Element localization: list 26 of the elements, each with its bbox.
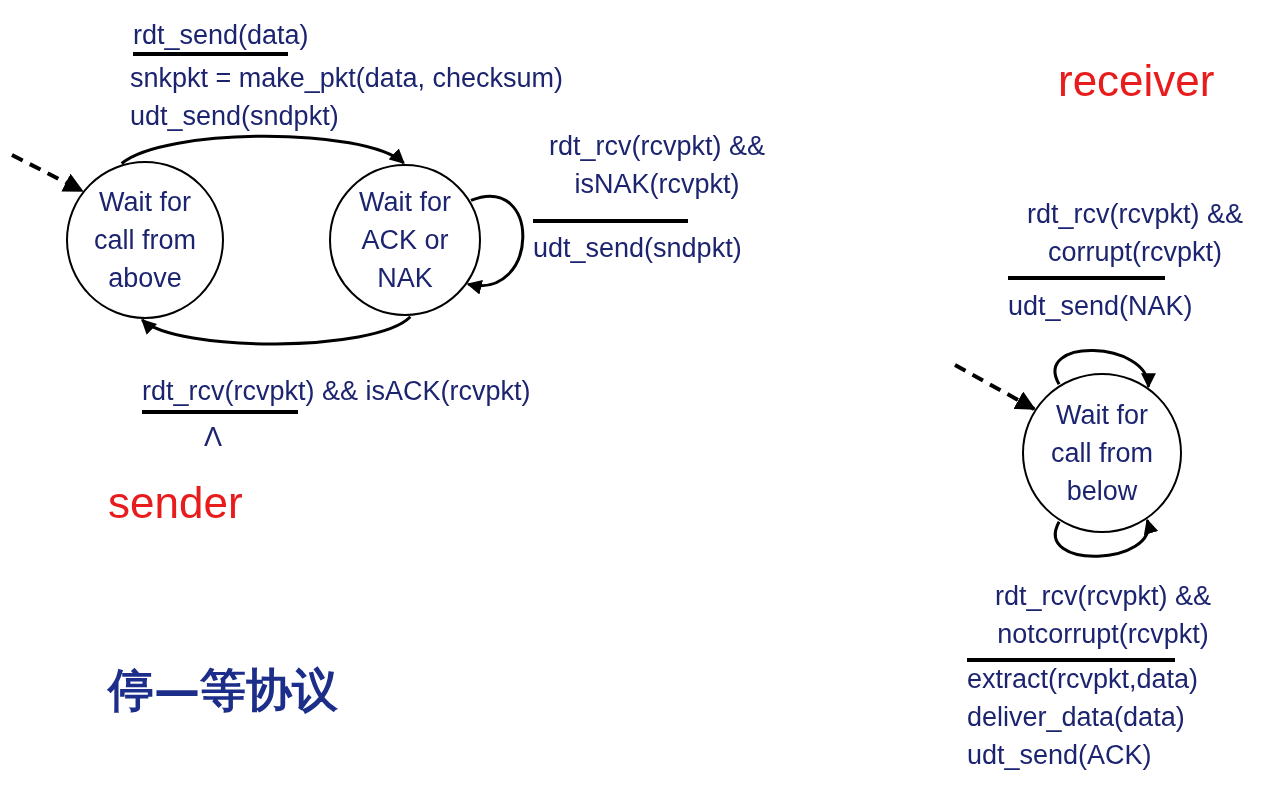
action-text: udt_send(ACK) — [967, 739, 1152, 772]
transition-arrow — [466, 195, 525, 293]
protocol-title: 停—等协议 — [108, 662, 338, 718]
event-text: rdt_rcv(rcvpkt) && corrupt(rcvpkt) — [1026, 198, 1244, 269]
action-text: extract(rcvpkt,data) — [967, 663, 1199, 696]
action-text: udt_send(NAK) — [1008, 290, 1193, 323]
transition-arrow — [120, 134, 405, 165]
event-text: rdt_rcv(rcvpkt) && notcorrupt(rcvpkt) — [994, 580, 1212, 651]
transition-arrow — [140, 315, 412, 346]
transition-arrow — [1053, 349, 1153, 389]
initial-arrow — [954, 363, 1036, 411]
action-text: udt_send(sndpkt) — [130, 100, 339, 133]
transition-arrow — [1053, 518, 1156, 558]
action-text: udt_send(sndpkt) — [533, 232, 742, 265]
state-label: Wait for call from above — [93, 186, 197, 295]
action-text: snkpkt = make_pkt(data, checksum) — [130, 62, 563, 95]
initial-arrow — [11, 153, 84, 193]
event-text: rdt_rcv(rcvpkt) && isACK(rcvpkt) — [142, 375, 531, 408]
action-text: Λ — [204, 421, 223, 454]
machine-title: sender — [108, 478, 243, 528]
machine-title: receiver — [1058, 56, 1215, 106]
action-text: deliver_data(data) — [967, 701, 1185, 734]
event-text: rdt_send(data) — [133, 19, 309, 52]
event-text: rdt_rcv(rcvpkt) && isNAK(rcvpkt) — [548, 130, 766, 201]
state-label: Wait for call from below — [1050, 399, 1154, 508]
state-label: Wait for ACK or NAK — [358, 186, 452, 295]
